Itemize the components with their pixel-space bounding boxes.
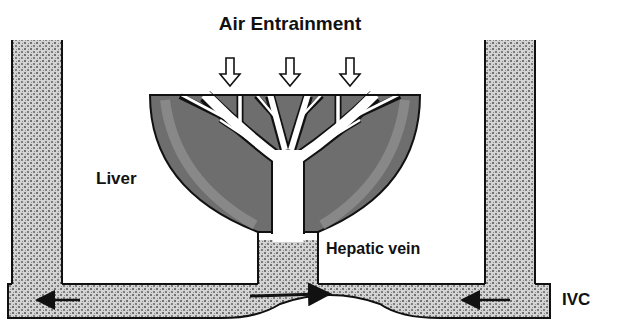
vessel-label: Hepatic vein bbox=[326, 240, 420, 258]
ivc-pipe bbox=[8, 284, 550, 318]
organ-label: Liver bbox=[96, 170, 137, 189]
air-arrows bbox=[220, 58, 360, 86]
flow-arrows bbox=[45, 294, 510, 300]
left-column bbox=[12, 40, 62, 286]
title-label: Air Entrainment bbox=[219, 14, 362, 35]
hepatic-branches bbox=[180, 94, 400, 236]
right-column bbox=[485, 40, 535, 286]
vessel-label: IVC bbox=[562, 291, 590, 310]
